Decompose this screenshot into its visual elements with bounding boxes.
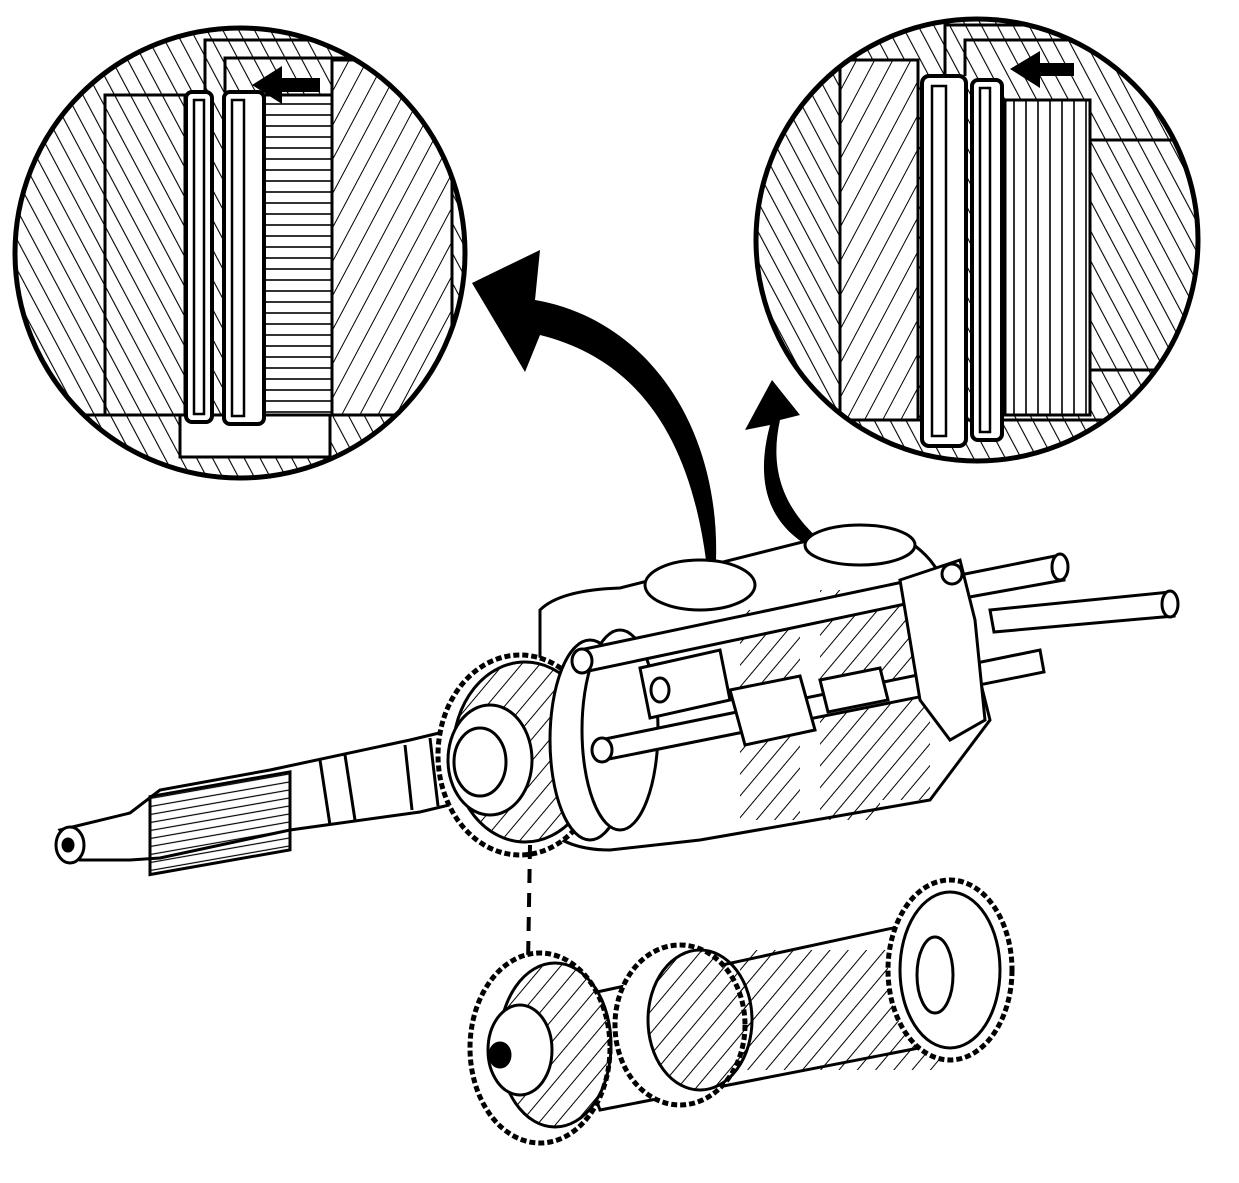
alignment-line [526, 844, 532, 966]
push-arrow-left [252, 66, 320, 104]
mainshaft-assembly [54, 523, 1180, 877]
push-arrow-right [1010, 51, 1074, 88]
callout-arrow-left [472, 250, 717, 560]
detail-view-left [12, 25, 468, 481]
callout-arrow-right [745, 380, 820, 548]
detail-view-right [753, 16, 1201, 464]
countershaft-gear-cluster [467, 877, 1015, 1146]
